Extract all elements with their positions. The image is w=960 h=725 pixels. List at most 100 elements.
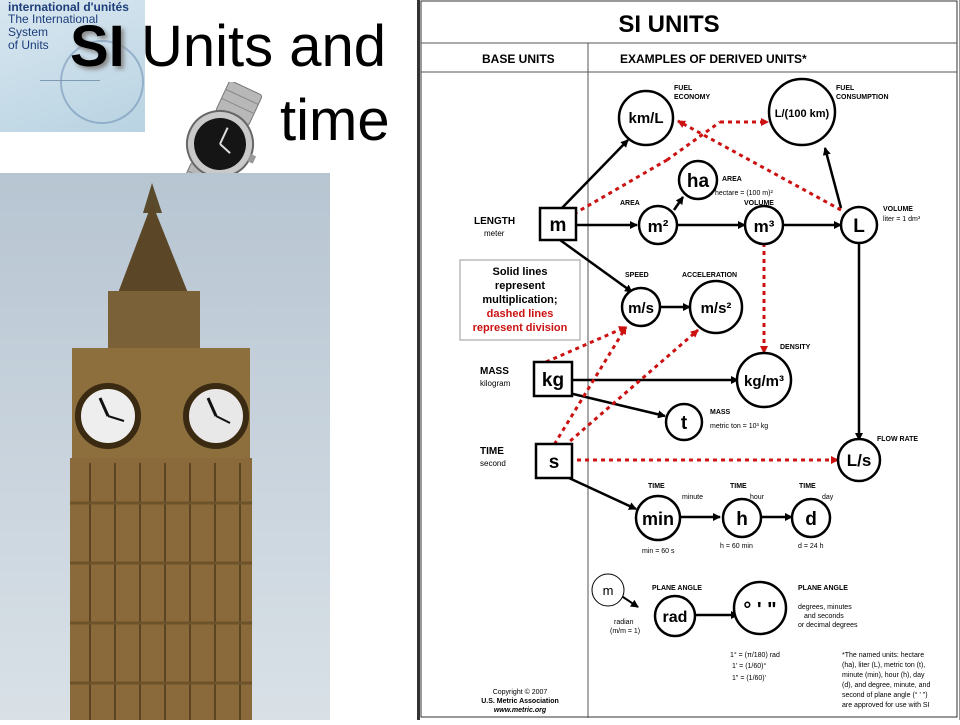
slide-title-line-1: SI Units and — [70, 18, 386, 76]
node-min — [634, 494, 682, 542]
label-volume: VOLUME — [744, 200, 774, 207]
node-rad — [653, 594, 697, 638]
meter-symbol: m — [550, 215, 567, 236]
label-density: DENSITY — [780, 344, 811, 351]
legend-line-5: represent division — [473, 322, 568, 334]
label-degrees-1: degrees, minutes — [798, 604, 852, 611]
node-d — [790, 497, 832, 539]
tower-spire — [118, 203, 188, 293]
node-l-per-s — [836, 437, 882, 483]
label-time-1: TIME — [648, 483, 665, 490]
mass-category: MASS — [480, 366, 509, 377]
length-category: LENGTH — [474, 216, 515, 227]
label-d-eq: d = 24 h — [798, 543, 824, 550]
node-m-per-s-label: m/s — [628, 300, 654, 317]
node-m2-label: m² — [648, 217, 669, 236]
node-m-per-s2-label: m/s² — [701, 300, 732, 317]
brochure-line-3: System — [8, 25, 49, 39]
node-m3-label: m³ — [754, 217, 775, 236]
legend-line-3: multiplication; — [482, 294, 557, 306]
node-t-label: t — [681, 413, 688, 434]
node-m-per-s — [620, 286, 662, 328]
legend-line-1: Solid lines — [492, 266, 547, 278]
brochure-line-2: The International — [8, 12, 99, 26]
label-fuel-consumption-1: FUEL — [836, 85, 855, 92]
base-length: LENGTH meter m — [474, 206, 578, 242]
label-hour: hour — [750, 494, 765, 501]
slide-title-si: SI — [70, 14, 125, 79]
label-acceleration: ACCELERATION — [682, 272, 737, 279]
label-fuel-consumption-2: CONSUMPTION — [836, 94, 889, 101]
label-time-2: TIME — [730, 483, 747, 490]
legend-frame — [459, 259, 581, 341]
slide-title-line-2: time — [280, 88, 390, 153]
kilogram-box — [532, 360, 574, 398]
label-fuel-economy-2: ECONOMY — [674, 94, 711, 101]
node-l-per-100km-label: L/(100 km) — [775, 108, 830, 120]
legend-line-2: represent — [495, 280, 545, 292]
node-l — [839, 205, 879, 245]
website-line: www.metric.org — [494, 707, 547, 714]
derived-units-header: EXAMPLES OF DERIVED UNITS* — [620, 52, 807, 66]
node-degrees-label: ° ' " — [743, 599, 776, 621]
node-min-label: min — [642, 509, 674, 529]
base-mass: MASS kilogram kg — [480, 360, 574, 398]
label-flow-rate: FLOW RATE — [877, 436, 918, 443]
node-ha-label: ha — [687, 171, 710, 192]
label-radian-eq: (m/m = 1) — [610, 628, 640, 635]
footnote-line-5: second of plane angle (° ' ") — [842, 691, 928, 699]
node-t — [664, 402, 704, 442]
label-area-ha: AREA — [722, 176, 742, 183]
base-units-header: BASE UNITS — [482, 52, 555, 66]
big-ben-illustration — [70, 183, 252, 720]
kilogram-symbol: kg — [542, 370, 564, 391]
label-mass: MASS — [710, 409, 731, 416]
brochure-line-1: international d'unités — [8, 0, 129, 14]
si-brochure-image: international d'unités The International… — [0, 0, 145, 132]
node-km-per-l — [617, 89, 675, 147]
footnote-line-1: *The named units: hectare — [842, 652, 924, 659]
node-kg-per-m3-label: kg/m³ — [744, 373, 784, 390]
label-liter-eq: liter = 1 dm³ — [883, 216, 921, 223]
label-minute: minute — [682, 494, 703, 501]
seal-mark — [60, 40, 144, 124]
label-speed: SPEED — [625, 272, 649, 279]
si-units-chart: SI UNITS BASE UNITS EXAMPLES OF DERIVED … — [417, 0, 960, 720]
brochure-small-text-block — [40, 80, 100, 121]
footnote-line-3: minute (min), hour (h), day — [842, 672, 925, 679]
legend-box: Solid lines represent multiplication; da… — [459, 259, 581, 341]
label-degree-rad-eq: 1° = (π/180) rad — [730, 651, 780, 659]
label-metric-ton-eq: metric ton = 10³ kg — [710, 423, 768, 430]
label-plane-angle-2: PLANE ANGLE — [798, 585, 848, 592]
diagram-frame — [420, 0, 958, 718]
tower-body — [70, 458, 252, 720]
node-kg-per-m3 — [735, 351, 793, 409]
label-minute-eq: 1' = (1/60)° — [732, 662, 766, 670]
label-time-3: TIME — [799, 483, 816, 490]
brochure-lines: The International System of Units — [8, 13, 98, 52]
node-m2 — [637, 204, 679, 246]
node-m-small-label: m — [603, 583, 614, 598]
node-ha — [677, 159, 719, 201]
node-degrees — [732, 580, 788, 636]
diagram-title: SI UNITS — [618, 11, 719, 38]
node-d-label: d — [805, 509, 817, 530]
association-line: U.S. Metric Association — [481, 698, 559, 705]
copyright-line: Copyright © 2007 — [493, 688, 548, 696]
label-degrees-3: or decimal degrees — [798, 622, 858, 629]
time-name: second — [480, 459, 506, 468]
node-km-per-l-label: km/L — [628, 110, 663, 127]
node-l-label: L — [853, 216, 865, 237]
label-hectare-eq: hectare = (100 m)² — [715, 190, 773, 197]
label-radian: radian — [614, 619, 634, 626]
length-name: meter — [484, 229, 505, 238]
node-l-per-100km — [767, 77, 837, 147]
si-units-diagram: SI UNITS BASE UNITS EXAMPLES OF DERIVED … — [420, 0, 958, 718]
label-day: day — [822, 494, 834, 501]
meter-box — [538, 206, 578, 242]
node-h — [721, 497, 763, 539]
label-volume-right: VOLUME — [883, 206, 913, 213]
node-l-per-s-label: L/s — [847, 451, 872, 470]
label-fuel-economy-1: FUEL — [674, 85, 693, 92]
label-second-eq: 1" = (1/60)' — [732, 675, 766, 682]
